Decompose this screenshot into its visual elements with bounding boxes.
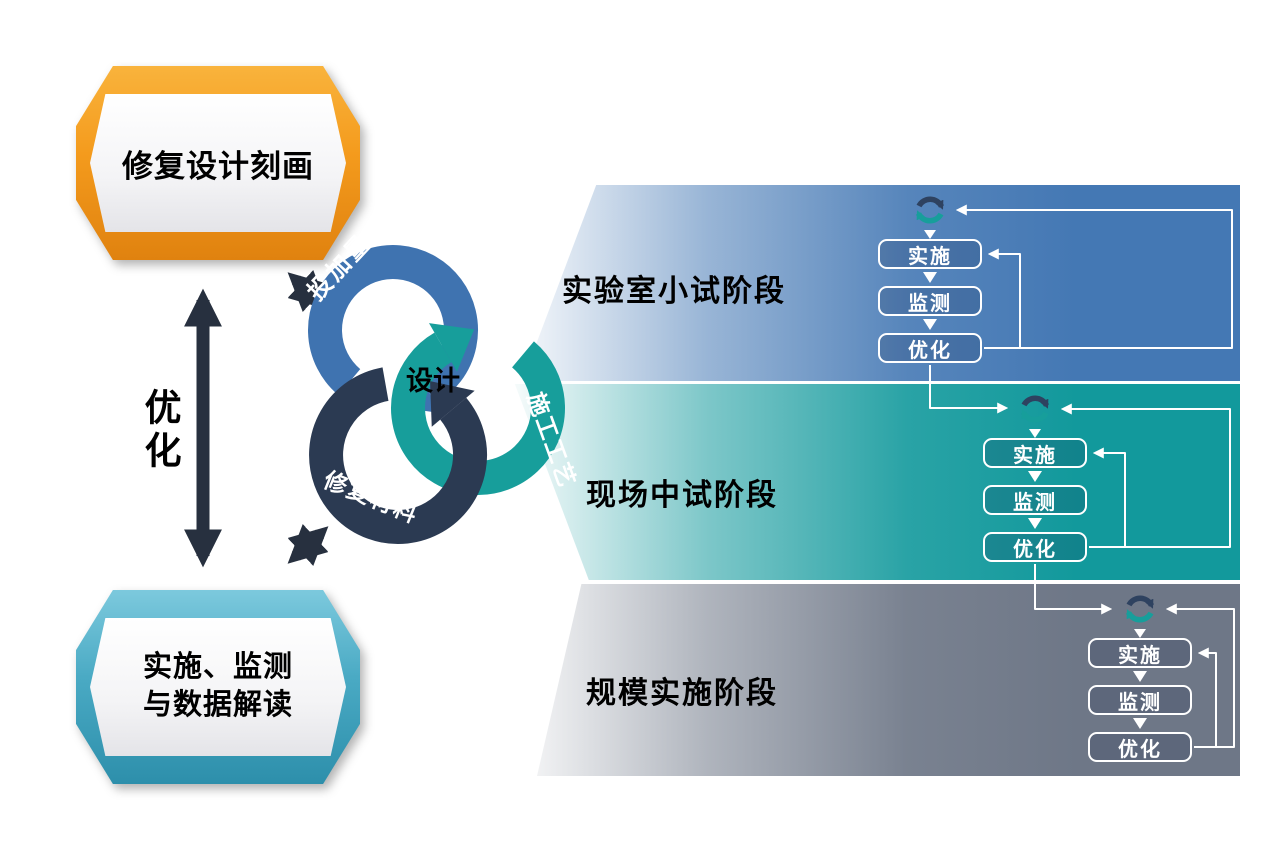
step-label: 优化 [1013,538,1057,561]
step-box-monitor: 监测 [878,286,982,316]
down-arrow-icon [1134,629,1146,638]
down-arrow-icon [1133,671,1147,682]
flow-stage-lab: 实施 监测 优化 [878,190,982,363]
step-box-monitor: 监测 [1088,685,1192,715]
step-label: 监测 [1013,491,1057,514]
step-label: 监测 [1118,691,1162,714]
top-diagonal-double-arrow [287,270,329,312]
bottom-diagonal-double-arrow [287,524,329,566]
stage-title-pilot: 现场中试阶段 [586,479,778,512]
cycle-icon [1120,589,1160,629]
stage-band-scale [537,584,1240,776]
step-label: 监测 [908,292,952,315]
step-box-optimize: 优化 [878,333,982,363]
step-label: 实施 [1013,444,1057,467]
step-box-optimize: 优化 [1088,732,1192,762]
step-label: 优化 [1118,738,1162,761]
flow-stage-scale: 实施 监测 优化 [1088,589,1192,762]
implementation-monitoring-line1: 实施、监测 [142,651,293,684]
ring-arrowhead [395,364,441,414]
ring-arrowhead [430,381,475,427]
cycle-icon [1015,389,1055,429]
implementation-monitoring-label: 实施、监测 与数据解读 [90,618,346,756]
down-arrow-icon [923,319,937,330]
step-box-optimize: 优化 [983,532,1087,562]
ring-arrowhead [429,323,475,372]
cycle-center-label: 设计 [406,366,460,396]
step-box-implement: 实施 [983,438,1087,468]
down-arrow-icon [1133,718,1147,729]
step-box-implement: 实施 [1088,638,1192,668]
step-box-monitor: 监测 [983,485,1087,515]
cycle-ring-material [309,367,488,544]
ring-label-material: 修复材料 [319,466,422,528]
step-label: 优化 [908,339,952,362]
design-characterization-label: 修复设计刻画 [90,94,346,232]
down-arrow-icon [1028,471,1042,482]
down-arrow-icon [924,230,936,239]
flow-stage-pilot: 实施 监测 优化 [983,389,1087,562]
step-box-implement: 实施 [878,239,982,269]
design-characterization-box: 修复设计刻画 [76,66,360,260]
cycle-icon [910,190,950,230]
step-label: 实施 [908,245,952,268]
down-arrow-icon [1029,429,1041,438]
stage-title-lab: 实验室小试阶段 [562,275,786,308]
step-label: 实施 [1118,644,1162,667]
implementation-monitoring-box: 实施、监测 与数据解读 [76,590,360,784]
implementation-monitoring-line2: 与数据解读 [142,689,293,721]
down-arrow-icon [923,272,937,283]
stage-title-scale: 规模实施阶段 [586,677,778,710]
cycle-ring-dosage [308,245,478,414]
optimize-vertical-label: 优化 [139,388,180,474]
down-arrow-icon [1028,518,1042,529]
